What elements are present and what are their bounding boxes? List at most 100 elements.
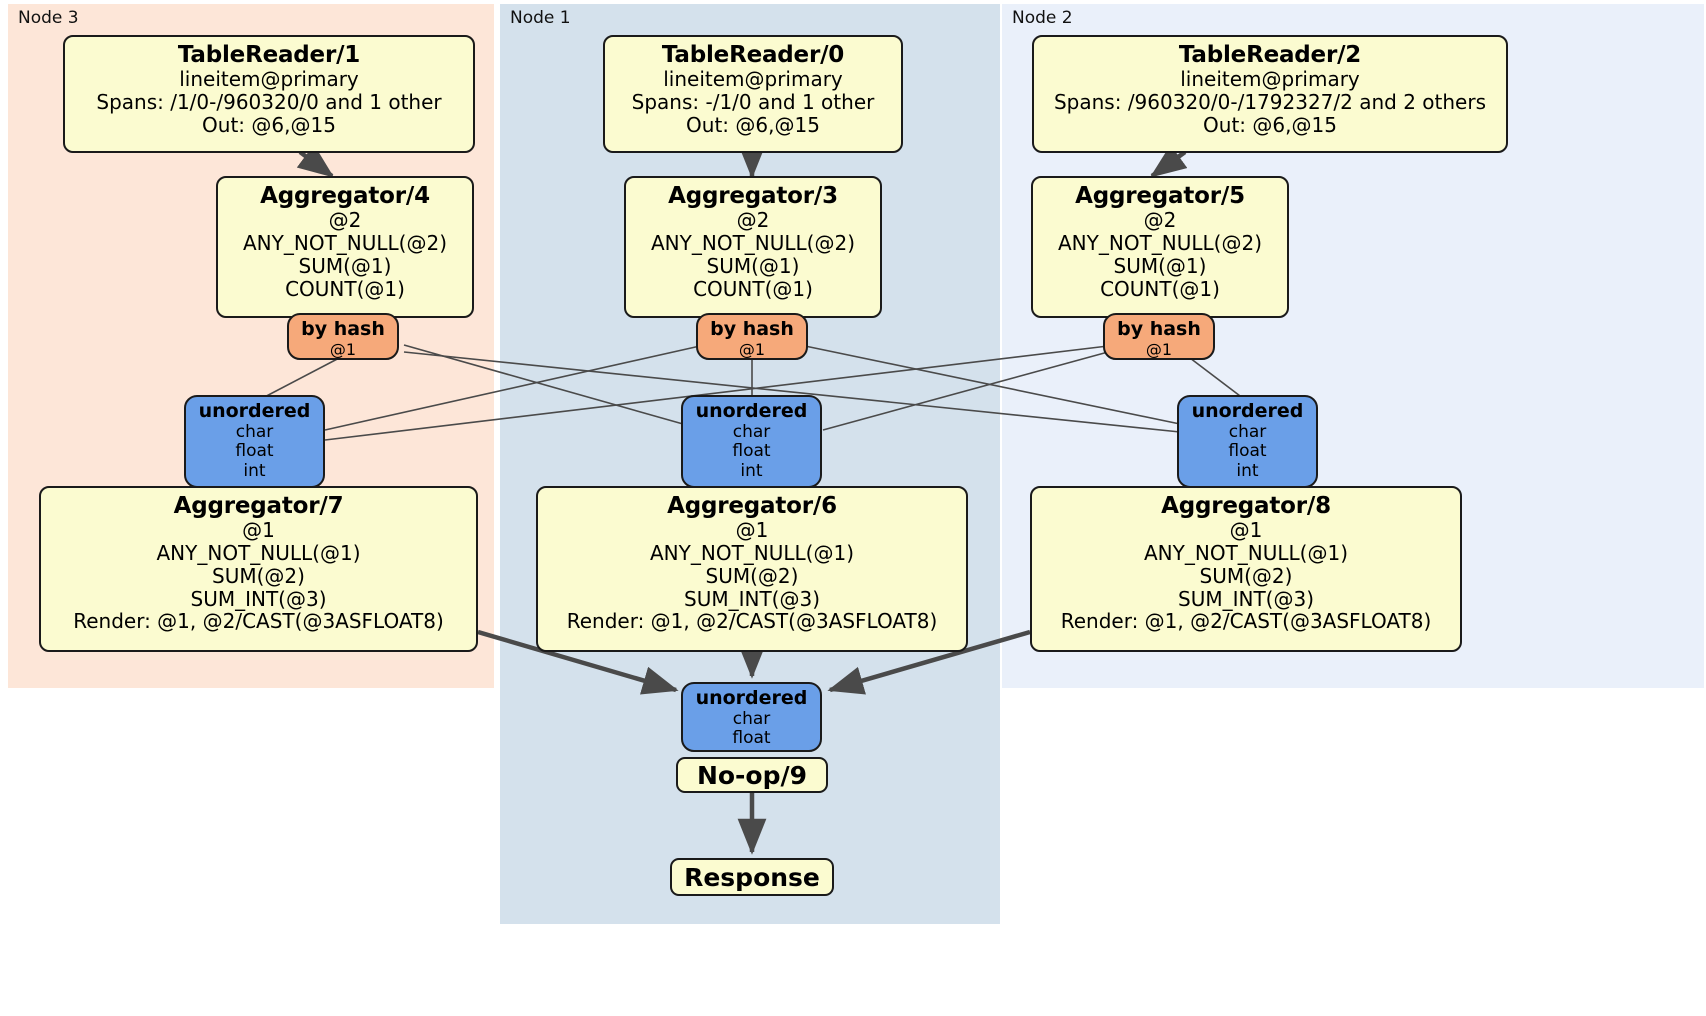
processor-line: COUNT(@1) xyxy=(285,276,405,301)
processor-line: @2 xyxy=(736,208,770,233)
router-title: unordered xyxy=(198,400,311,422)
processor-title: Aggregator/8 xyxy=(1161,493,1331,519)
router-line: float xyxy=(235,441,274,462)
processor-line: Out: @6,@15 xyxy=(1203,112,1337,137)
processor-line: ANY_NOT_NULL(@1) xyxy=(1144,541,1348,566)
router-line: float xyxy=(732,441,771,462)
processor-line: Out: @6,@15 xyxy=(202,112,336,137)
processor-aggregator-4[interactable]: Aggregator/4 @2 ANY_NOT_NULL(@2) SUM(@1)… xyxy=(216,176,474,318)
router-unordered-right[interactable]: unordered char float int xyxy=(1177,395,1318,488)
processor-line: SUM(@2) xyxy=(212,563,305,588)
processor-line: lineitem@primary xyxy=(663,67,843,92)
processor-line: Spans: -/1/0 and 1 other xyxy=(631,90,875,115)
processor-line: @1 xyxy=(735,518,769,543)
node-panel-label-node3: Node 3 xyxy=(18,8,79,28)
processor-line: @1 xyxy=(1229,518,1263,543)
processor-line: Render: @1, @2/CAST(@3ASFLOAT8) xyxy=(73,609,444,634)
router-line: char xyxy=(235,421,274,442)
processor-title: Aggregator/3 xyxy=(668,183,838,209)
router-line: @1 xyxy=(329,339,357,359)
processor-line: @2 xyxy=(1143,208,1177,233)
router-line: @1 xyxy=(738,339,766,359)
processor-title: TableReader/2 xyxy=(1178,42,1362,68)
processor-line: Render: @1, @2/CAST(@3ASFLOAT8) xyxy=(566,609,938,634)
processor-line: Spans: /1/0-/960320/0 and 1 other xyxy=(96,90,442,115)
edge-hashR-unordR xyxy=(1189,357,1249,403)
edge-hashR-unordC xyxy=(822,351,1109,431)
processor-line: ANY_NOT_NULL(@1) xyxy=(650,541,854,566)
processor-line: ANY_NOT_NULL(@2) xyxy=(651,231,855,256)
router-by-hash-left[interactable]: by hash @1 xyxy=(287,313,399,360)
router-unordered-final[interactable]: unordered char float xyxy=(681,682,822,752)
edge-agg8-unordFinal xyxy=(827,629,1031,695)
edge-hashC-unordL xyxy=(324,345,701,431)
processor-line: SUM(@2) xyxy=(705,563,799,588)
processor-line: COUNT(@1) xyxy=(693,276,813,301)
processor-noop-9[interactable]: No-op/9 xyxy=(676,757,828,793)
processor-line: SUM(@2) xyxy=(1199,563,1293,588)
edge-hashR-unordL xyxy=(324,345,1109,441)
processor-line: Out: @6,@15 xyxy=(686,112,820,137)
router-unordered-center[interactable]: unordered char float int xyxy=(681,395,822,488)
processor-aggregator-6[interactable]: Aggregator/6 @1 ANY_NOT_NULL(@1) SUM(@2)… xyxy=(536,486,968,652)
edge-tr1-agg4 xyxy=(296,144,335,178)
processor-table-reader-1[interactable]: TableReader/1 lineitem@primary Spans: /1… xyxy=(63,35,475,153)
router-line: int xyxy=(243,460,266,481)
edge-tr2-agg5 xyxy=(1149,144,1188,178)
processor-line: SUM(@1) xyxy=(1113,253,1207,278)
router-title: unordered xyxy=(695,400,808,422)
processor-line: SUM(@1) xyxy=(706,253,800,278)
processor-line: SUM_INT(@3) xyxy=(684,586,820,611)
processor-line: @2 xyxy=(328,208,362,233)
edge-hashC-unordR xyxy=(804,345,1181,425)
processor-title: Aggregator/5 xyxy=(1075,183,1245,209)
processor-line: Spans: /960320/0-/1792327/2 and 2 others xyxy=(1053,90,1486,115)
router-line: float xyxy=(732,728,771,749)
processor-aggregator-8[interactable]: Aggregator/8 @1 ANY_NOT_NULL(@1) SUM(@2)… xyxy=(1030,486,1462,652)
router-line: int xyxy=(1236,460,1259,481)
router-title: by hash xyxy=(301,318,385,340)
edge-hashL-unordR xyxy=(403,351,1181,433)
router-line: char xyxy=(732,421,771,442)
router-line: char xyxy=(1228,421,1267,442)
router-line: float xyxy=(1228,441,1267,462)
processor-table-reader-2[interactable]: TableReader/2 lineitem@primary Spans: /9… xyxy=(1032,35,1508,153)
router-title: unordered xyxy=(1191,400,1304,422)
router-by-hash-center[interactable]: by hash @1 xyxy=(696,313,808,360)
processor-line: SUM_INT(@3) xyxy=(190,586,327,611)
processor-response[interactable]: Response xyxy=(670,858,834,896)
router-title: by hash xyxy=(1117,318,1201,340)
router-line: char xyxy=(732,708,771,729)
processor-line: ANY_NOT_NULL(@1) xyxy=(156,541,361,566)
router-line: int xyxy=(740,460,763,481)
processor-title: No-op/9 xyxy=(696,760,808,790)
processor-line: ANY_NOT_NULL(@2) xyxy=(243,231,447,256)
processor-aggregator-7[interactable]: Aggregator/7 @1 ANY_NOT_NULL(@1) SUM(@2)… xyxy=(39,486,478,652)
node-panel-label-node2: Node 2 xyxy=(1012,8,1073,28)
processor-title: Aggregator/6 xyxy=(667,493,837,519)
processor-line: Render: @1, @2/CAST(@3ASFLOAT8) xyxy=(1060,609,1432,634)
processor-line: @1 xyxy=(242,518,275,543)
processor-table-reader-0[interactable]: TableReader/0 lineitem@primary Spans: -/… xyxy=(603,35,903,153)
processor-title: TableReader/1 xyxy=(177,42,361,68)
processor-line: lineitem@primary xyxy=(1180,67,1360,92)
router-title: by hash xyxy=(710,318,794,340)
router-line: @1 xyxy=(1145,339,1173,359)
edge-hashL-unordL xyxy=(254,355,344,403)
edge-agg7-unordFinal xyxy=(477,629,679,695)
processor-line: SUM_INT(@3) xyxy=(1178,586,1314,611)
processor-aggregator-3[interactable]: Aggregator/3 @2 ANY_NOT_NULL(@2) SUM(@1)… xyxy=(624,176,882,318)
processor-line: lineitem@primary xyxy=(179,67,359,92)
processor-title: Aggregator/7 xyxy=(173,493,344,519)
processor-line: ANY_NOT_NULL(@2) xyxy=(1058,231,1262,256)
router-unordered-left[interactable]: unordered char float int xyxy=(184,395,325,488)
router-title: unordered xyxy=(695,687,808,709)
node-panel-label-node1: Node 1 xyxy=(510,8,571,28)
router-by-hash-right[interactable]: by hash @1 xyxy=(1103,313,1215,360)
processor-aggregator-5[interactable]: Aggregator/5 @2 ANY_NOT_NULL(@2) SUM(@1)… xyxy=(1031,176,1289,318)
processor-title: TableReader/0 xyxy=(661,42,845,68)
processor-title: Aggregator/4 xyxy=(260,183,430,209)
processor-line: SUM(@1) xyxy=(298,253,392,278)
